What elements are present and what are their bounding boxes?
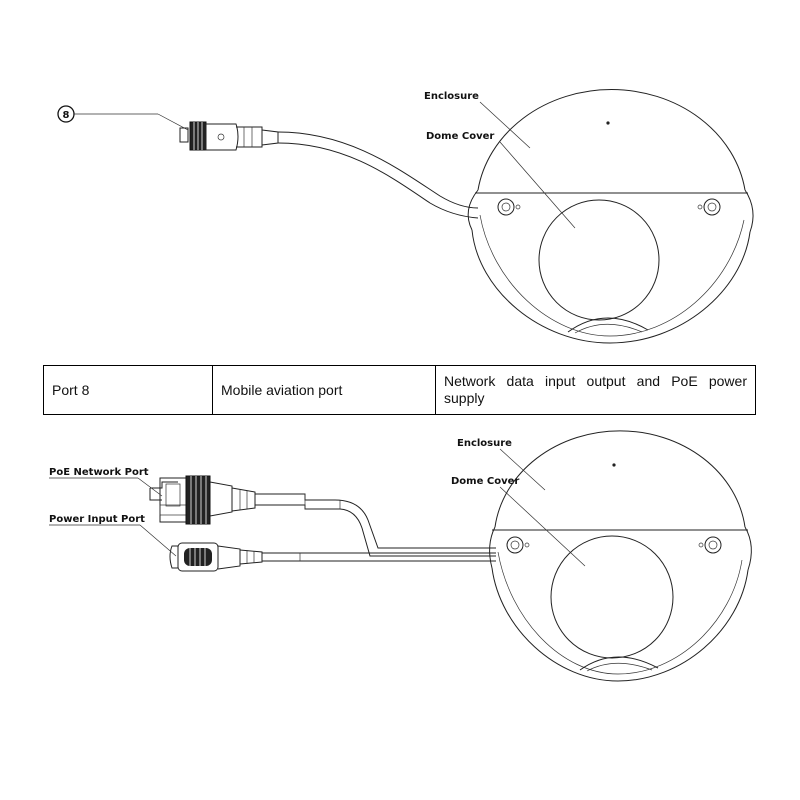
poe-network-connector bbox=[149, 475, 256, 525]
bottom-figure: Enclosure Dome Cover PoE Network Port Po… bbox=[49, 430, 752, 682]
port-function-cell: Network data input output and PoE power … bbox=[435, 365, 756, 415]
top-enclosure-label: Enclosure bbox=[424, 91, 479, 102]
bottom-dome-cover-label: Dome Cover bbox=[451, 476, 519, 487]
bottom-enclosure-label: Enclosure bbox=[457, 438, 512, 449]
port-8-marker-number: 8 bbox=[63, 110, 70, 121]
port-8-marker: 8 bbox=[57, 105, 189, 131]
power-input-port-label: Power Input Port bbox=[49, 514, 145, 525]
port-name-cell: Mobile aviation port bbox=[212, 365, 436, 415]
bottom-camera bbox=[489, 430, 752, 682]
port-table: Port 8 Mobile aviation port Network data… bbox=[43, 365, 756, 415]
table-row: Port 8 Mobile aviation port Network data… bbox=[43, 365, 756, 415]
power-input-connector bbox=[169, 542, 263, 572]
top-camera bbox=[467, 89, 754, 344]
poe-network-port-label: PoE Network Port bbox=[49, 467, 149, 478]
top-figure: 8 bbox=[57, 89, 754, 344]
port-number-cell: Port 8 bbox=[43, 365, 213, 415]
top-dome-cover-label: Dome Cover bbox=[426, 131, 494, 142]
mobile-aviation-connector bbox=[179, 121, 279, 151]
